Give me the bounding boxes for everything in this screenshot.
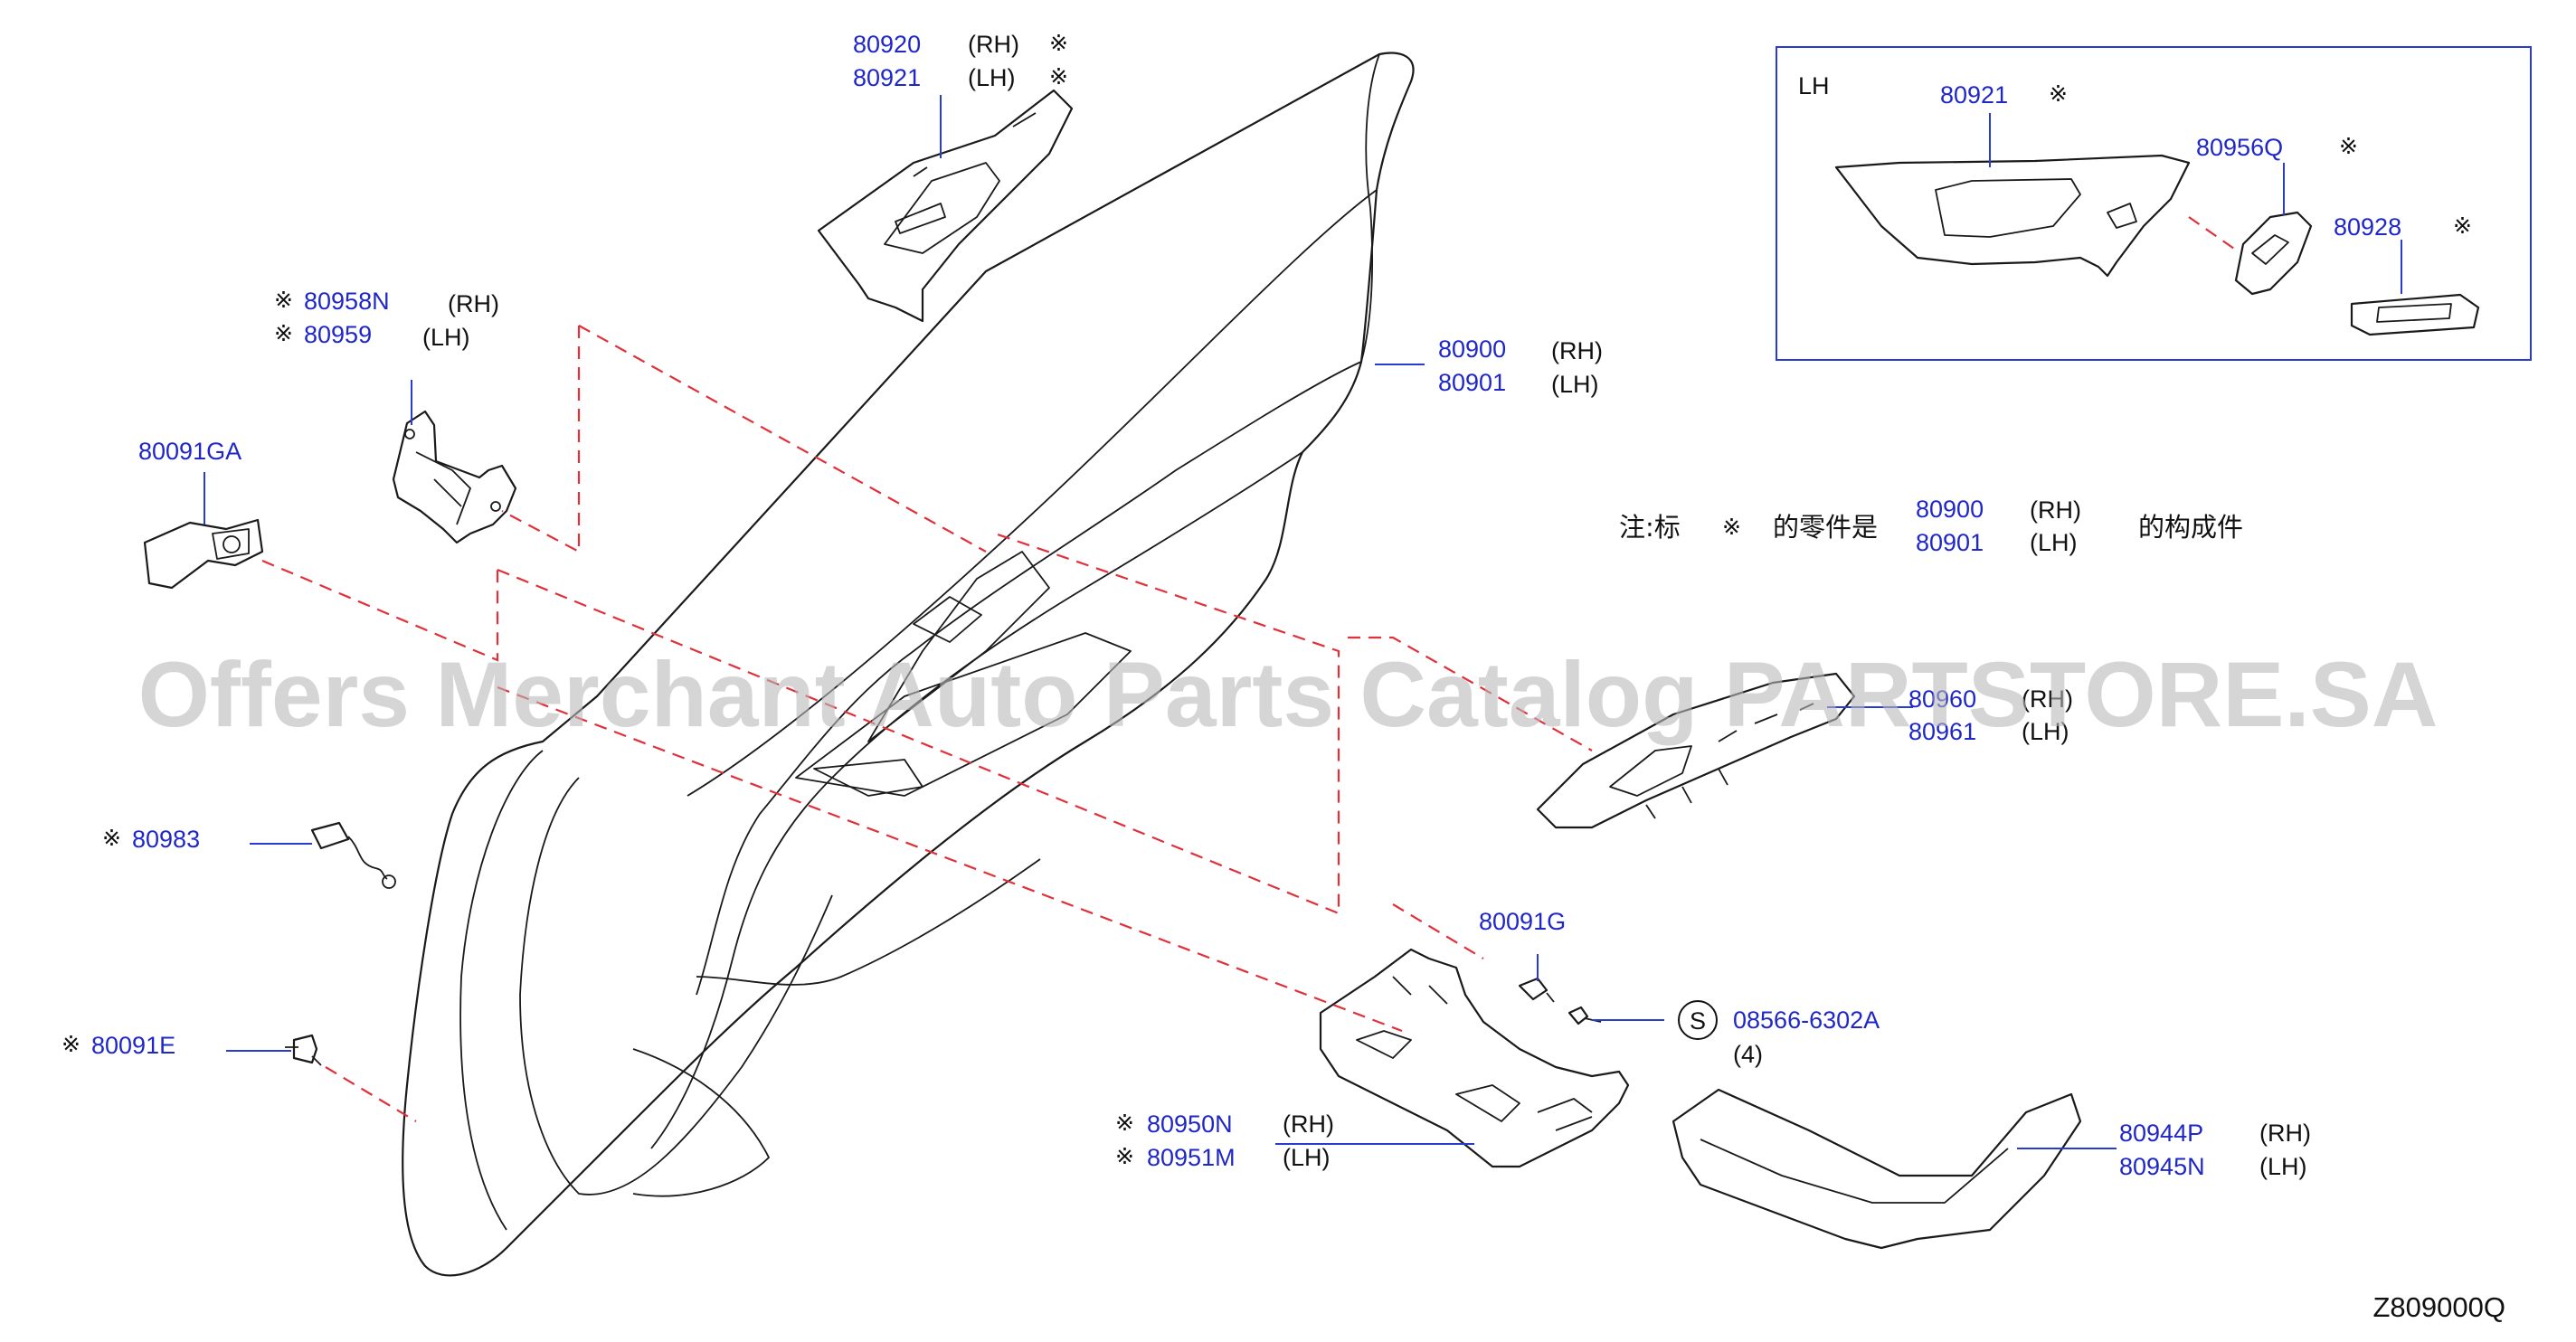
inset-switch-80956q bbox=[2234, 211, 2313, 296]
inset-label: LH bbox=[1798, 72, 1830, 99]
callout-80951m: ※ 80951M (LH) bbox=[1115, 1143, 1331, 1171]
reference-mark: ※ bbox=[1049, 63, 1068, 90]
callout-80961: 80961 (LH) bbox=[1908, 718, 2069, 745]
inset-frame bbox=[1776, 46, 2532, 361]
side-label: (LH) bbox=[1551, 371, 1599, 398]
part-number: 80944P bbox=[2119, 1120, 2203, 1147]
side-label: (LH) bbox=[2259, 1153, 2307, 1180]
note-symbol: ※ bbox=[1722, 514, 1741, 540]
armrest-base bbox=[1319, 948, 1630, 1168]
reference-mark: ※ bbox=[274, 320, 293, 346]
door-trim-panel bbox=[402, 52, 1415, 1277]
inset-bezel-80928 bbox=[2350, 293, 2480, 336]
part-number: 80950N bbox=[1147, 1110, 1233, 1138]
side-label: (RH) bbox=[968, 31, 1019, 58]
inset-callout-80928: 80928 ※ bbox=[2334, 213, 2472, 241]
side-label: (RH) bbox=[2022, 685, 2073, 713]
callout-80950n: ※ 80950N (RH) bbox=[1115, 1110, 1334, 1138]
clip-80091e bbox=[285, 1034, 322, 1066]
diagram-code: Z809000Q bbox=[2373, 1291, 2506, 1323]
part-number: 80091G bbox=[1479, 908, 1566, 935]
side-label: (RH) bbox=[1283, 1110, 1334, 1138]
callout-08566-6302a: S 08566-6302A (4) bbox=[1678, 1000, 1880, 1068]
callout-80921: 80921 (LH) ※ bbox=[853, 63, 1068, 91]
part-number: 80960 bbox=[1908, 685, 1976, 713]
side-label: (LH) bbox=[2022, 718, 2069, 745]
reference-mark: ※ bbox=[1049, 30, 1068, 56]
part-number: 80921 bbox=[853, 64, 921, 91]
inset-escutcheon-lh bbox=[1834, 154, 2191, 278]
note-middle: 的零件是 bbox=[1773, 512, 1878, 543]
part-number: 80091E bbox=[91, 1032, 175, 1059]
reference-mark: ※ bbox=[62, 1031, 80, 1057]
callout-80091ga: 80091GA bbox=[138, 438, 242, 465]
inset-callout-80921: 80921 ※ bbox=[1940, 80, 2068, 109]
inset-callout-80956q: 80956Q ※ bbox=[2196, 133, 2358, 161]
side-label: (RH) bbox=[2259, 1120, 2311, 1147]
callout-80900: 80900 (RH) bbox=[1438, 336, 1603, 364]
callout-80944p: 80944P (RH) bbox=[2119, 1120, 2311, 1147]
part-number: 80951M bbox=[1147, 1144, 1236, 1171]
callout-80958n: ※ 80958N (RH) bbox=[274, 287, 499, 317]
part-number: 80956Q bbox=[2196, 134, 2283, 161]
callout-80901: 80901 (LH) bbox=[1438, 369, 1599, 398]
reference-mark: ※ bbox=[1115, 1110, 1134, 1136]
kick-panel bbox=[1672, 1088, 2082, 1250]
part-number: 08566-6302A bbox=[1733, 1007, 1880, 1034]
callout-80920: 80920 (RH) ※ bbox=[853, 30, 1068, 58]
inside-handle-escutcheon bbox=[817, 89, 1074, 323]
standard-part-symbol bbox=[1678, 1000, 1718, 1040]
callout-80945n: 80945N (LH) bbox=[2119, 1153, 2307, 1180]
clip-80091g bbox=[1518, 977, 1555, 1003]
reference-mark: ※ bbox=[1115, 1143, 1134, 1169]
part-number: 80945N bbox=[2119, 1153, 2205, 1180]
callout-80091g: 80091G bbox=[1479, 908, 1566, 935]
note-side-rh: (RH) bbox=[2030, 496, 2081, 524]
part-number: 80959 bbox=[304, 321, 372, 348]
callout-80959: ※ 80959 (LH) bbox=[274, 320, 470, 351]
part-number: 80983 bbox=[132, 826, 200, 853]
side-label: (LH) bbox=[422, 324, 470, 351]
note-part-rh: 80900 bbox=[1916, 496, 1984, 523]
note-suffix: 的构成件 bbox=[2138, 512, 2243, 543]
part-number: 80900 bbox=[1438, 336, 1506, 363]
bracket-80958n bbox=[392, 410, 517, 544]
part-number: 80961 bbox=[1908, 718, 1976, 745]
part-number: 80901 bbox=[1438, 369, 1506, 396]
part-number: 80958N bbox=[304, 288, 390, 315]
leader-lines bbox=[204, 95, 2402, 1149]
watermark: Offers Merchant Auto Parts Catalog PARTS… bbox=[138, 643, 2439, 746]
callout-80960: 80960 (RH) bbox=[1908, 685, 2073, 713]
assembly-lines bbox=[261, 216, 2235, 1122]
side-label: (LH) bbox=[968, 64, 1016, 91]
screw-08566 bbox=[1567, 1006, 1602, 1025]
quantity: (4) bbox=[1733, 1041, 1763, 1068]
reference-mark: ※ bbox=[274, 287, 293, 313]
part-number: 80091GA bbox=[138, 438, 242, 465]
note-side-lh: (LH) bbox=[2030, 529, 2078, 556]
switch-finisher bbox=[1536, 672, 1856, 829]
reference-mark: ※ bbox=[102, 825, 121, 851]
part-number: 80928 bbox=[2334, 213, 2401, 241]
side-label: (LH) bbox=[1283, 1144, 1331, 1171]
part-number: 80920 bbox=[853, 31, 921, 58]
note-prefix: 注:标 bbox=[1619, 512, 1681, 543]
reference-mark: ※ bbox=[2049, 80, 2068, 107]
harness-80983 bbox=[310, 821, 396, 889]
callout-80983: ※ 80983 bbox=[102, 825, 200, 853]
standard-part-letter: S bbox=[1690, 1007, 1706, 1035]
footnote: 注:标 ※ 的零件是 80900 (RH) 80901 (LH) 的构成件 bbox=[1619, 496, 2243, 556]
callout-80091e: ※ 80091E bbox=[62, 1031, 175, 1059]
part-number: 80921 bbox=[1940, 81, 2008, 109]
note-part-lh: 80901 bbox=[1916, 529, 1984, 556]
reference-mark: ※ bbox=[2339, 133, 2358, 159]
clip-80091ga bbox=[143, 518, 264, 590]
side-label: (RH) bbox=[1551, 337, 1603, 364]
side-label: (RH) bbox=[448, 290, 499, 317]
reference-mark: ※ bbox=[2453, 213, 2472, 239]
